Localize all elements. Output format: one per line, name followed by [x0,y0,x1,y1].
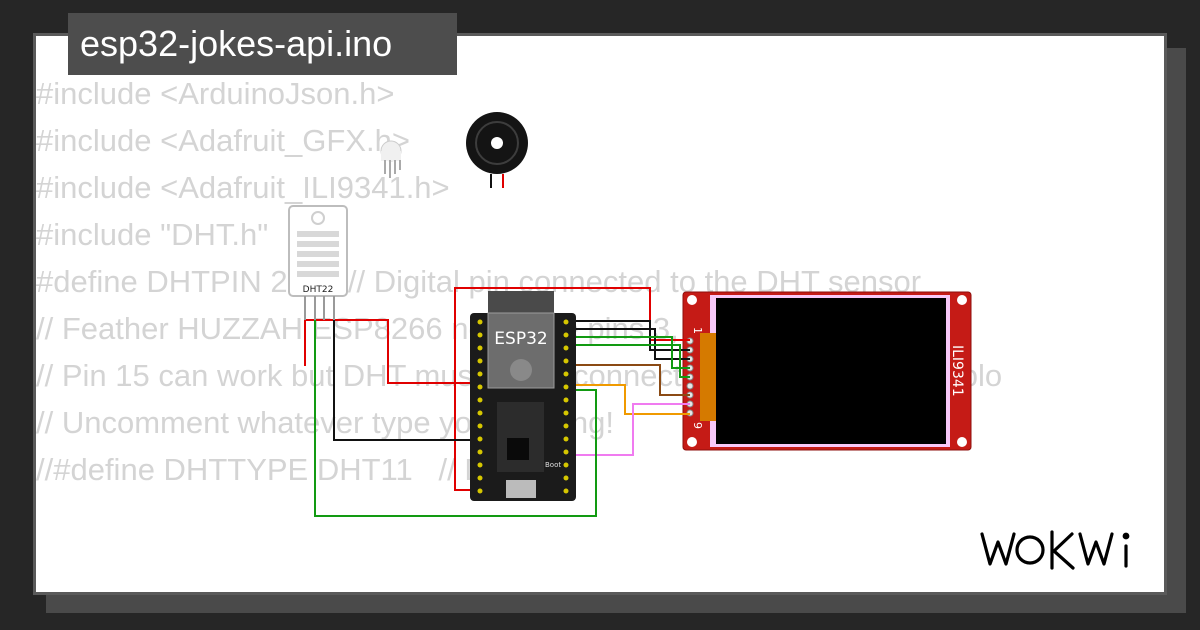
code-line-4: #include "DHT.h" [36,217,269,252]
wire-black-dht-gnd [333,300,478,441]
esp32-boot-label: Boot [545,461,561,469]
esp32-label: ESP32 [494,329,547,349]
wire-black-gnd [572,320,690,351]
wokwi-logo [980,530,1130,570]
wire-pink-mosi [572,403,690,456]
wokwi-logo-mark [980,530,1130,570]
display-screen [716,298,946,444]
project-filename: esp32-jokes-api.ino [80,23,393,64]
dht22-sensor[interactable]: DHT22 [288,205,348,320]
wire-green-dc [572,344,690,378]
wire-red-vcc [454,287,690,491]
project-title-tab: esp32-jokes-api.ino [68,13,457,75]
wire-green-reset [572,336,690,369]
project-preview-card [33,33,1167,595]
code-line-2: #include <Adafruit_GFX.h> [36,123,410,158]
wire-red-dht-vcc [304,312,478,384]
rgb-led[interactable] [380,140,402,178]
wire-orange-miso [572,384,690,415]
code-line-10: // Uncomment whatever type you're using! [36,405,614,440]
display-model-label: ILI9341 [949,345,965,397]
ili9341-display[interactable]: 1 9 ILI9341 [682,291,972,451]
wire-brown-sck [572,364,690,396]
wire-green-dht-data [314,300,597,517]
wires [304,287,690,517]
display-pin-last-label: 9 [691,422,704,429]
dht-label: DHT22 [303,285,334,295]
code-line-3: #include <Adafruit_ILI9341.h> [36,170,450,205]
esp32-board[interactable]: ESP32 Boot [470,291,576,501]
buzzer[interactable] [466,112,528,188]
display-pin-first-label: 1 [691,327,704,334]
code-line-1: #include <ArduinoJson.h> [36,76,395,111]
